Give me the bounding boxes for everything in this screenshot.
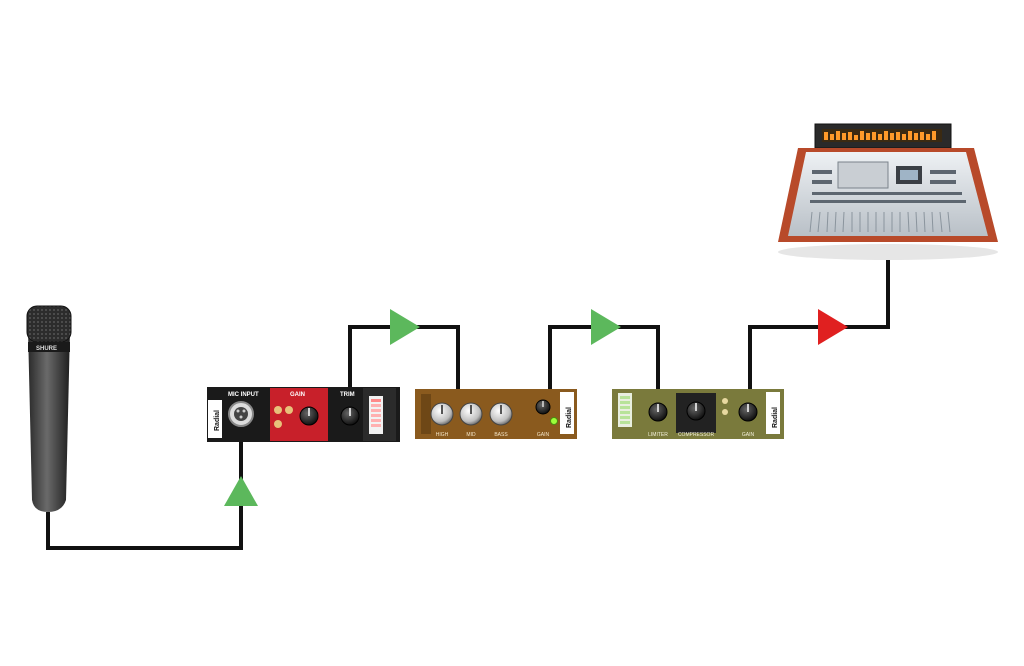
comp-led-meter (618, 393, 632, 427)
cable-mic-to-preamp (46, 430, 243, 550)
preamp-mic-input-label: MIC INPUT (228, 392, 259, 398)
preamp-gain-label: GAIN (290, 392, 305, 398)
eq-knob-label: BASS (494, 432, 508, 438)
preamp-trim-label: TRIM (340, 392, 355, 398)
arrow-preamp-to-eq-icon (390, 309, 420, 345)
console-fader-strips (809, 211, 951, 233)
eq-logo-badge (560, 392, 574, 434)
signal-arrows (224, 309, 848, 506)
console-knob-rows (810, 170, 966, 203)
mic-grille (26, 305, 72, 343)
arrow-eq-to-comp-icon (591, 309, 621, 345)
meter-bridge-icon (824, 131, 936, 140)
microphone: SHURE (26, 305, 72, 512)
preamp-brand: Radial (214, 410, 221, 431)
preamp-switch (274, 420, 282, 428)
comp-limiter-label: LIMITER (648, 432, 668, 438)
preamp-module: MIC INPUT GAIN TRIM Radial (207, 387, 400, 442)
eq-knob-label: GAIN (537, 432, 550, 438)
preamp-switch (285, 406, 293, 414)
comp-gain-label: GAIN (742, 432, 755, 438)
comp-switch (722, 398, 728, 404)
mic-body (28, 330, 70, 512)
comp-switch (722, 409, 728, 415)
arrow-comp-to-console-icon (818, 309, 848, 345)
mixing-console (778, 123, 998, 260)
eq-power-led (550, 417, 558, 425)
compressor-module: LIMITER COMPRESSOR GAIN Radial (612, 389, 784, 439)
eq-knob-label: HIGH (436, 432, 449, 438)
preamp-logo-badge (208, 400, 222, 438)
comp-logo-badge (766, 392, 780, 434)
eq-brand: Radial (566, 407, 573, 428)
preamp-led-meter (369, 396, 383, 434)
console-control-panel (837, 161, 889, 189)
eq-module: HIGH MID BASS GAIN Radial (415, 389, 577, 439)
arrow-mic-to-preamp-icon (224, 476, 258, 506)
mic-brand: SHURE (36, 346, 57, 352)
comp-compressor-label: COMPRESSOR (678, 432, 715, 438)
preamp-switch (274, 406, 282, 414)
comp-brand: Radial (772, 407, 779, 428)
eq-knob-label: MID (466, 432, 476, 438)
